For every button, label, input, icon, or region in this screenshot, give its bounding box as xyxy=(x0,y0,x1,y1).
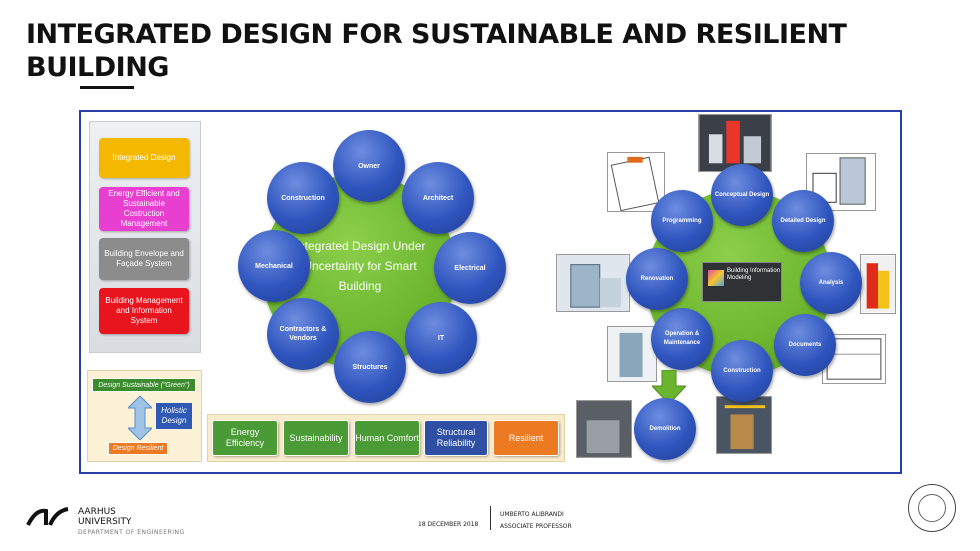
construction-crane-image xyxy=(716,396,772,454)
university-line2: UNIVERSITY xyxy=(78,517,132,527)
node-detailed-design: Detailed Design xyxy=(772,190,834,252)
operation-maintenance-image xyxy=(607,326,657,382)
arrow-down-icon xyxy=(652,370,686,404)
node-it: IT xyxy=(405,302,477,374)
value-resilient: Resilient xyxy=(493,420,559,456)
title-underline xyxy=(80,86,134,89)
node-programming: Programming xyxy=(651,190,713,252)
category-energy-management: Energy Efficient and Sustainable Costruc… xyxy=(99,187,189,231)
node-mechanical: Mechanical xyxy=(238,230,310,302)
node-architect: Architect xyxy=(402,162,474,234)
node-construction-bim: Construction xyxy=(711,340,773,402)
university-seal-inner xyxy=(918,494,946,522)
node-renovation: Renovation xyxy=(626,248,688,310)
renovation-image xyxy=(556,254,630,312)
programming-clipboard-image xyxy=(607,152,665,212)
footer-separator xyxy=(490,506,491,530)
node-structures: Structures xyxy=(334,331,406,403)
node-demolition: Demolition xyxy=(634,398,696,460)
slide-title: INTEGRATED DESIGN FOR SUSTAINABLE AND RE… xyxy=(26,19,847,83)
author-title: ASSOCIATE PROFESSOR xyxy=(500,523,572,530)
conceptual-design-image xyxy=(698,114,772,172)
university-name: AARHUS UNIVERSITY xyxy=(78,507,131,527)
node-owner: Owner xyxy=(333,130,405,202)
detailed-design-image xyxy=(806,153,876,211)
node-contractors-vendors: Contractors & Vendors xyxy=(267,298,339,370)
holistic-design-label: Holistic Design xyxy=(156,403,192,429)
university-seal-icon xyxy=(908,484,956,532)
demolition-image xyxy=(576,400,632,458)
node-electrical: Electrical xyxy=(434,232,506,304)
author-name: UMBERTO ALIBRANDI xyxy=(500,511,564,518)
category-integrated-design: Integrated Design xyxy=(99,138,189,178)
category-building-envelope: Building Envelope and Façade System xyxy=(99,238,189,280)
integrated-design-hub-label: Integrated Design Under Uncertainty for … xyxy=(294,239,426,293)
double-arrow-icon xyxy=(128,396,152,440)
presentation-date: 18 DECEMBER 2018 xyxy=(418,521,479,528)
department-name: DEPARTMENT OF ENGINEERING xyxy=(78,529,185,536)
node-documents: Documents xyxy=(774,314,836,376)
analysis-image xyxy=(860,254,896,314)
node-operation-maintenance: Operation & Maintenance xyxy=(651,308,713,370)
university-line1: AARHUS xyxy=(78,507,116,517)
author-block: UMBERTO ALIBRANDI ASSOCIATE PROFESSOR xyxy=(500,509,572,533)
bim-cube-icon xyxy=(708,270,724,286)
value-sustainability: Sustainability xyxy=(283,420,349,456)
design-resilient-label: Design Resilient xyxy=(108,442,168,455)
node-construction: Construction xyxy=(267,162,339,234)
category-building-management: Building Management and Information Syst… xyxy=(99,288,189,334)
bim-label: Building Information Modeling xyxy=(727,268,781,281)
value-energy-efficiency: Energy Efficiency xyxy=(212,420,278,456)
node-conceptual-design: Conceptual Design xyxy=(711,164,773,226)
aarhus-logo-icon xyxy=(26,507,69,526)
node-analysis: Analysis xyxy=(800,252,862,314)
value-structural-reliability: Structural Reliability xyxy=(424,420,488,456)
design-sustainable-label: Design Sustainable ("Green") xyxy=(92,378,196,392)
value-human-comfort: Human Comfort xyxy=(354,420,420,456)
